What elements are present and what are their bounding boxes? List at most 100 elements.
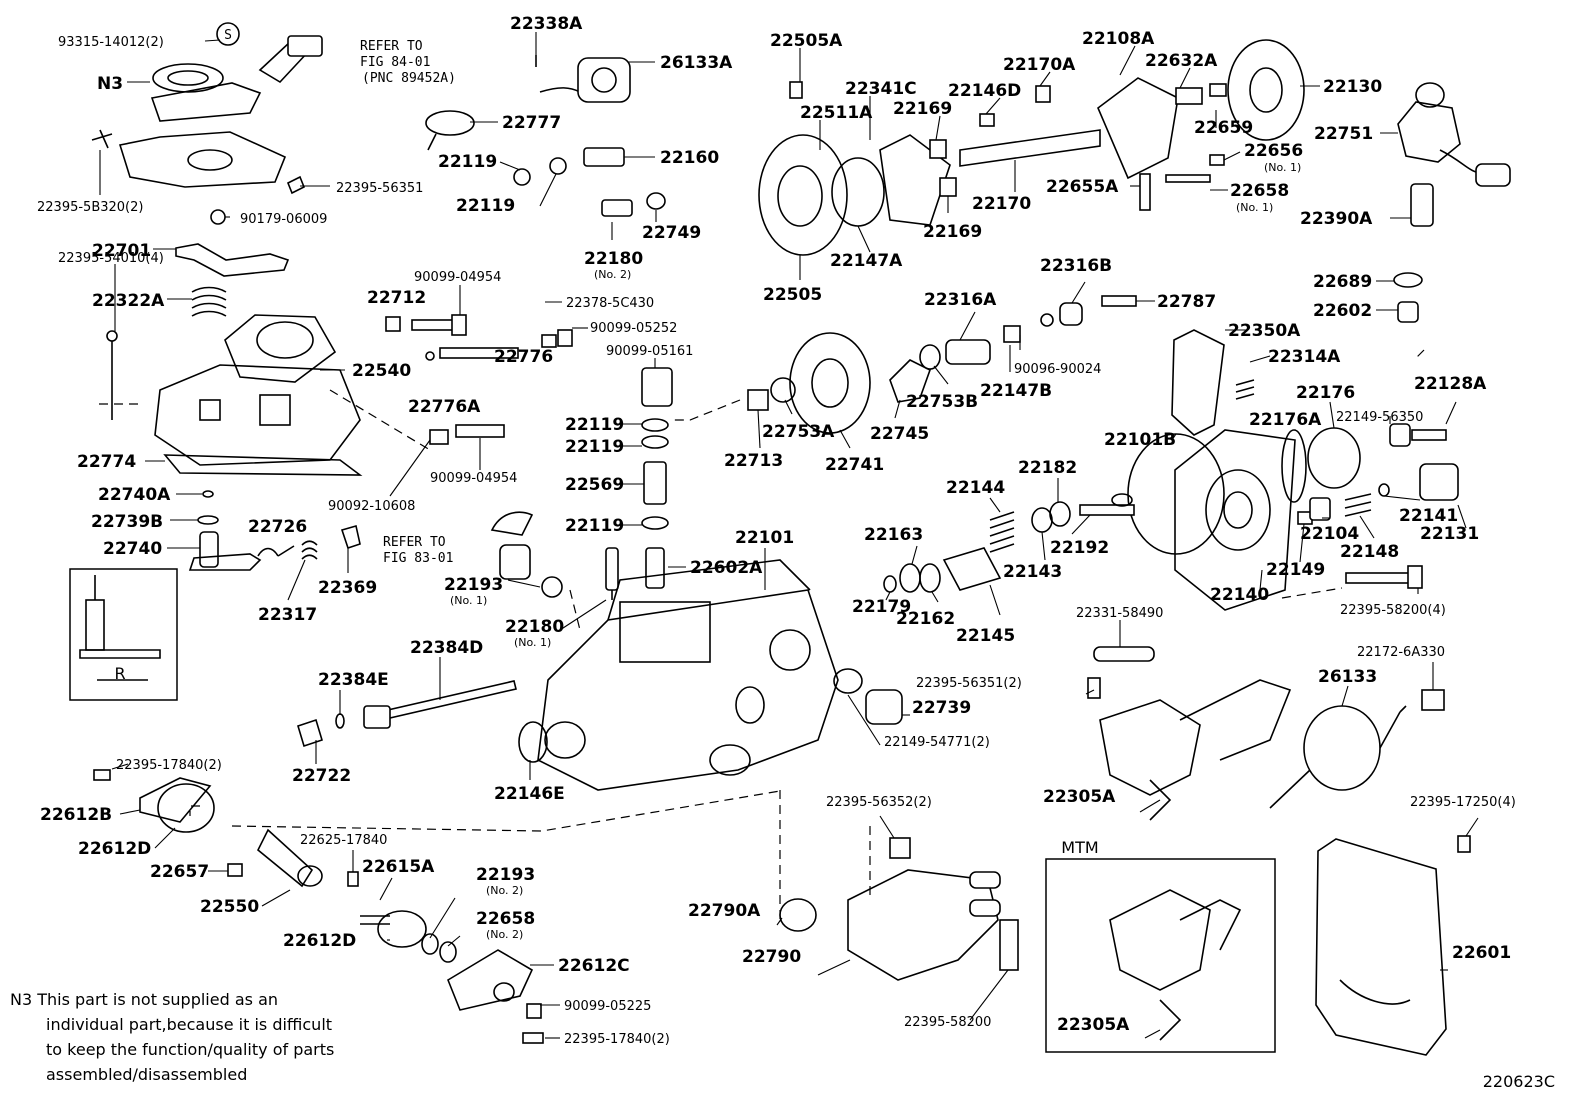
callout-label: 22395-56351(2) xyxy=(916,676,1022,691)
callout-label: 22146E xyxy=(494,784,565,804)
callout-label: 22331-58490 xyxy=(1076,606,1163,621)
callout-label: 22749 xyxy=(642,223,701,243)
callout-label: 22193 xyxy=(444,575,503,595)
ref-2-line2: FIG 83-01 xyxy=(383,551,453,566)
callout-label: 22146D xyxy=(948,81,1021,101)
callout-label: 22395-5B320(2) xyxy=(37,200,143,215)
stamp-s: S xyxy=(216,22,240,46)
callout-label: 22149-56350 xyxy=(1336,410,1423,425)
callout-label: 22656 xyxy=(1244,141,1303,161)
callout-label: 90099-05161 xyxy=(606,344,693,359)
bracket-right-drawing xyxy=(1171,272,1423,436)
callout-label: 22193 xyxy=(476,865,535,885)
callout-label: 22147A xyxy=(830,251,903,271)
callout-label: 22384E xyxy=(318,670,389,690)
fittings-drawing xyxy=(425,110,666,217)
adjust-screw-drawing xyxy=(297,680,517,748)
callout-label: 22390A xyxy=(1300,209,1373,229)
callout-label: 22658 xyxy=(476,909,535,929)
callout-label: 90092-10608 xyxy=(328,499,415,514)
callout-label: 22726 xyxy=(248,517,307,537)
callout-label: 22657 xyxy=(150,862,209,882)
callout-label: 22378-5C430 xyxy=(566,296,654,311)
callout-label: 22384D xyxy=(410,638,483,658)
fuel-cut-solenoid-drawing xyxy=(535,55,631,103)
governor-lever-drawing xyxy=(833,646,1292,821)
stamp-s-label: S xyxy=(224,28,232,43)
callout-label: 26133A xyxy=(660,53,733,73)
callout-label: 22192 xyxy=(1050,538,1109,558)
callout-label: 22658 xyxy=(1230,181,1289,201)
callout-label: 22701 xyxy=(92,241,151,261)
water-temp-sensor-drawing xyxy=(1397,82,1511,227)
callout-label: 22130 xyxy=(1323,77,1382,97)
ref-1-line1: REFER TO xyxy=(360,39,423,54)
callout-label: 22119 xyxy=(456,196,515,216)
callout-sub: (No. 2) xyxy=(486,928,523,941)
callout-label: 22149 xyxy=(1266,560,1325,580)
callout-label: 22395-56351 xyxy=(336,181,423,196)
callout-label: 22108A xyxy=(1082,29,1155,49)
callout-label: 22119 xyxy=(565,415,624,435)
callout-label: 22141 xyxy=(1399,506,1458,526)
callout-label: 22305A xyxy=(1043,787,1116,807)
mtm-inset-drawing xyxy=(1045,858,1276,1053)
callout-label: 22395-17250(4) xyxy=(1410,795,1516,810)
callout-label: 22101 xyxy=(735,528,794,548)
callout-label: 22505 xyxy=(763,285,822,305)
assembly-lines xyxy=(98,349,1425,920)
callout-label: 93315-14012(2) xyxy=(58,35,164,50)
plate-22601-drawing xyxy=(1315,835,1471,1056)
callout-sub: (No. 1) xyxy=(450,594,487,607)
callout-label: 22612C xyxy=(558,956,630,976)
callout-label: 22131 xyxy=(1420,524,1479,544)
inset-box-label: MTM xyxy=(1061,838,1098,857)
delivery-fitting-drawing xyxy=(490,511,563,598)
callout-label: 22612D xyxy=(78,839,151,859)
callout-sub: (No. 2) xyxy=(594,268,631,281)
callout-label: 22722 xyxy=(292,766,351,786)
inset-r-label: R xyxy=(114,664,125,683)
pins-drawing xyxy=(1139,154,1225,211)
callout-label: 22787 xyxy=(1157,292,1216,312)
callout-label: 22739B xyxy=(91,512,163,532)
callout-label: N3 xyxy=(97,74,123,94)
ref-2-line1: REFER TO xyxy=(383,535,446,550)
callout-label: 22713 xyxy=(724,451,783,471)
callout-label: 22776A xyxy=(408,397,481,417)
callout-label: 22790 xyxy=(742,947,801,967)
callout-label: 22143 xyxy=(1003,562,1062,582)
callout-label: 22169 xyxy=(923,222,982,242)
callout-label: 22776 xyxy=(494,347,553,367)
callout-label: 22602A xyxy=(690,558,763,578)
callout-label: 22145 xyxy=(956,626,1015,646)
callout-label: 22179 xyxy=(852,597,911,617)
callout-label: 22395-17840(2) xyxy=(564,1032,670,1047)
callout-label: 22659 xyxy=(1194,118,1253,138)
callout-label: 22612D xyxy=(283,931,356,951)
callout-label: 22170 xyxy=(972,194,1031,214)
callout-sub: (No. 1) xyxy=(514,636,551,649)
footnote: N3 This part is not supplied as an indiv… xyxy=(10,990,334,1084)
callout-label: 22162 xyxy=(896,609,955,629)
callout-label: 22148 xyxy=(1340,542,1399,562)
callout-label: 22163 xyxy=(864,525,923,545)
callout-label: 22739 xyxy=(912,698,971,718)
callout-label: 22104 xyxy=(1300,524,1359,544)
leader-lines xyxy=(99,32,1479,1039)
part-drawings xyxy=(69,35,1511,1056)
callout-label: 22689 xyxy=(1313,272,1372,292)
callout-label: 22550 xyxy=(200,897,259,917)
callout-sub: (No. 1) xyxy=(1236,201,1273,214)
callout-label: 22322A xyxy=(92,291,165,311)
callout-label: 22101B xyxy=(1104,430,1176,450)
callout-label: 22317 xyxy=(258,605,317,625)
callout-label: 22751 xyxy=(1314,124,1373,144)
callout-label: 22741 xyxy=(825,455,884,475)
callout-label: 22180 xyxy=(584,249,643,269)
callout-label: 22774 xyxy=(77,452,136,472)
callout-label: 22753A xyxy=(762,422,835,442)
left-small-parts-drawing xyxy=(188,490,361,571)
callout-label: 22601 xyxy=(1452,943,1511,963)
callout-label: 22615A xyxy=(362,857,435,877)
